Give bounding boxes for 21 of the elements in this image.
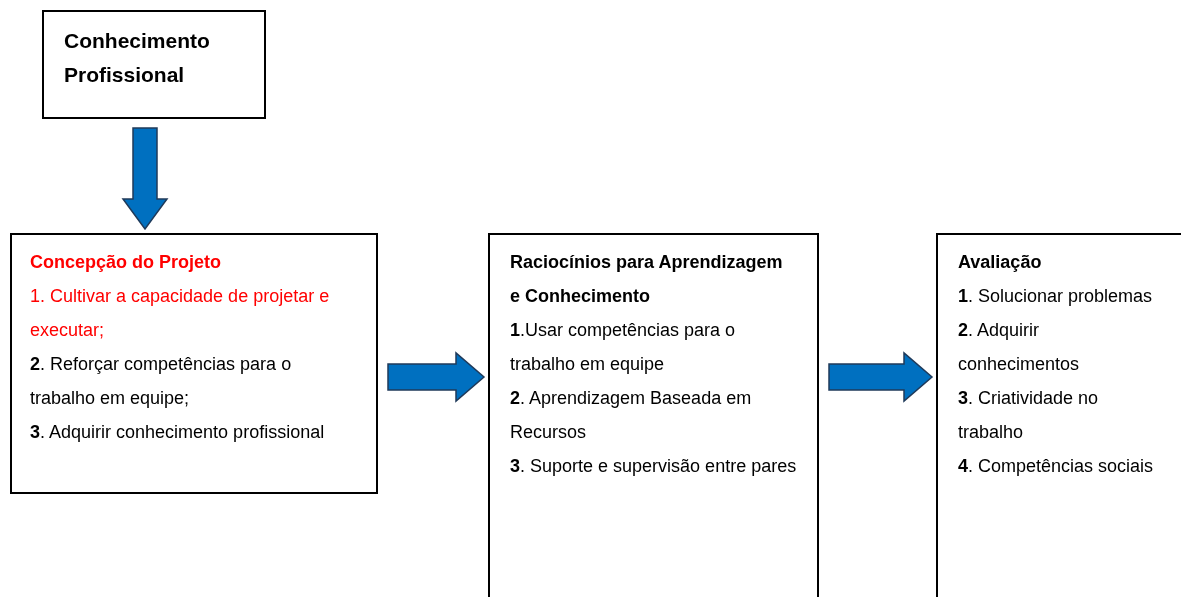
process-box (936, 233, 1181, 597)
heading-text: Concepção do Projeto (30, 251, 223, 274)
process-box (488, 233, 819, 597)
list-item-text: 1. Cultivar a capacidade de projetar e executar; (30, 285, 331, 342)
heading-text: Avaliação (958, 251, 1043, 274)
list-item-text: 4. Competências sociais (958, 455, 1155, 478)
list-item-text: 3. Suporte e supervisão entre pares (510, 455, 797, 478)
list-item-text: 2. Adquirir conhecimentos (958, 319, 1081, 376)
heading-text: Raciocínios para Aprendizagem e Conhecimento (510, 251, 784, 308)
heading-text: Conhecimento Profissional (64, 28, 211, 88)
block-arrow (387, 351, 486, 403)
block-arrow (828, 351, 934, 403)
list-item-text: 3. Adquirir conhecimento profissional (30, 421, 326, 444)
block-arrow (121, 127, 169, 231)
list-item-text: 1. Solucionar problemas (958, 285, 1154, 308)
title-box (42, 10, 266, 119)
list-item-text: 1.Usar competências para o trabalho em equipe (510, 319, 737, 376)
list-item-text: 2. Reforçar competências para o trabalho em equipe; (30, 353, 293, 410)
list-item-text: 3. Criatividade no trabalho (958, 387, 1100, 444)
process-box (10, 233, 378, 494)
list-item-text: 2. Aprendizagem Baseada em Recursos (510, 387, 753, 444)
